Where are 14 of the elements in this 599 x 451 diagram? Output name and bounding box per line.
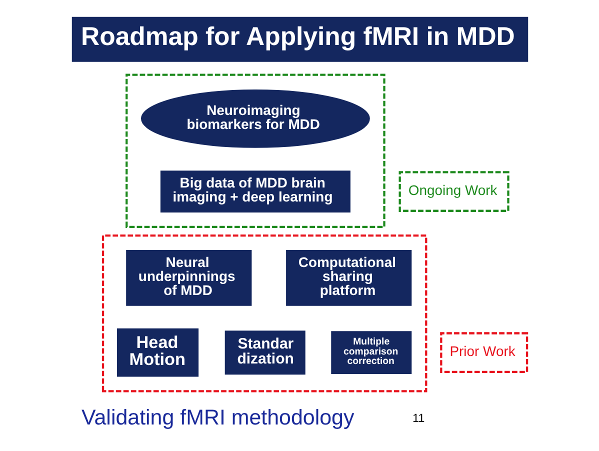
- node-box: Computational sharing platform: [286, 250, 412, 306]
- node-box: Big data of MDD brain imaging + deep learning: [160, 170, 350, 212]
- cluster: [101, 234, 427, 392]
- node-box: Standar dization: [224, 330, 305, 375]
- cluster: [125, 74, 385, 228]
- diagram-title: Roadmap for Applying fMRI in MDD: [80, 22, 514, 51]
- label: Validating fMRI methodology: [81, 405, 354, 430]
- node-box: Ongoing Work: [398, 171, 509, 212]
- node-box: Prior Work: [440, 332, 528, 373]
- node-ellipse: Neuroimaging biomarkers for MDD: [140, 89, 370, 148]
- node-box: Neural underpinnings of MDD: [126, 250, 252, 306]
- node-box: Head Motion: [116, 328, 198, 377]
- node-box: Multiple comparison correction: [330, 331, 412, 374]
- label: 11: [412, 411, 424, 426]
